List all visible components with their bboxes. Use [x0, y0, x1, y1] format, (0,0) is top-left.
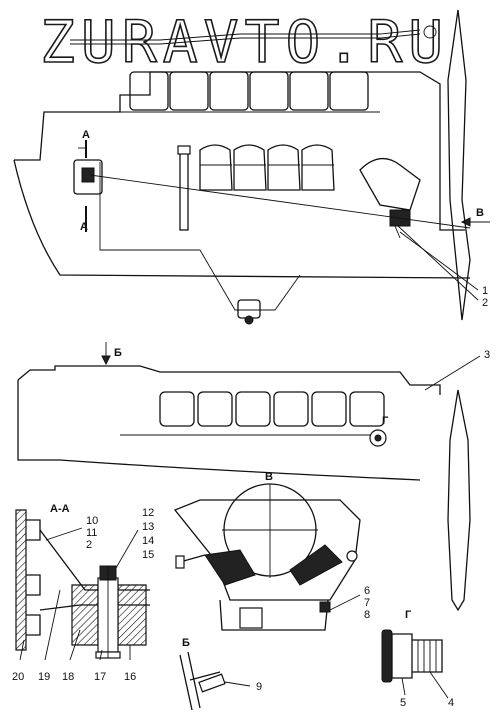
engine-middle-view [17, 355, 481, 481]
cylinder-heads-top [120, 71, 380, 113]
callout-7: 7 [364, 597, 370, 609]
callout-16: 16 [124, 671, 136, 683]
dipstick [177, 145, 191, 231]
view-be-detail [179, 651, 251, 711]
callout-group-6-7-8: 6 7 8 [364, 585, 370, 621]
view-marker-g: Г [382, 415, 389, 427]
section-title-aa: А-А [50, 503, 70, 515]
section-marker-a-bottom: А [80, 221, 88, 233]
callout-4: 4 [448, 697, 454, 709]
callout-9: 9 [256, 681, 262, 693]
callout-group-10-11-2: 10 11 2 [86, 515, 98, 551]
view-title-be: Б [182, 637, 190, 649]
callout-1: 1 [482, 285, 488, 297]
callout-6: 6 [364, 585, 370, 597]
right-bracket-top [359, 158, 421, 239]
bellows-top [199, 144, 335, 191]
engine-top-view: А А В [13, 25, 490, 325]
section-aa-detail [15, 509, 150, 661]
callout-13: 13 [142, 521, 154, 533]
left-bracket-top [73, 140, 103, 232]
cylinder-heads-middle [159, 391, 385, 427]
callout-2b: 2 [86, 539, 92, 551]
oil-drain-plug-top [237, 299, 261, 325]
callout-14: 14 [142, 535, 154, 547]
callout-8: 8 [364, 609, 370, 621]
watermark: ZURAVTO.RU [40, 8, 449, 76]
callout-11: 11 [86, 527, 97, 539]
callout-2: 2 [482, 297, 488, 309]
callout-19: 19 [38, 671, 50, 683]
callout-18: 18 [62, 671, 74, 683]
section-marker-a-top: А [82, 129, 90, 141]
view-arrow-b: В [476, 207, 484, 219]
callout-group-12-15: 12 13 14 15 [142, 507, 154, 561]
callout-17: 17 [94, 671, 106, 683]
callout-15: 15 [142, 549, 154, 561]
callout-10: 10 [86, 515, 98, 527]
view-title-b: В [265, 471, 273, 483]
callout-12: 12 [142, 507, 154, 519]
view-arrow-be: Б [114, 347, 122, 359]
callout-3: 3 [484, 349, 490, 361]
side-member-profile [447, 9, 471, 612]
callout-5: 5 [400, 697, 406, 709]
callout-20: 20 [12, 671, 24, 683]
view-b-detail [173, 483, 361, 631]
view-title-g: Г [405, 609, 412, 621]
view-g-plug-detail [381, 629, 449, 699]
